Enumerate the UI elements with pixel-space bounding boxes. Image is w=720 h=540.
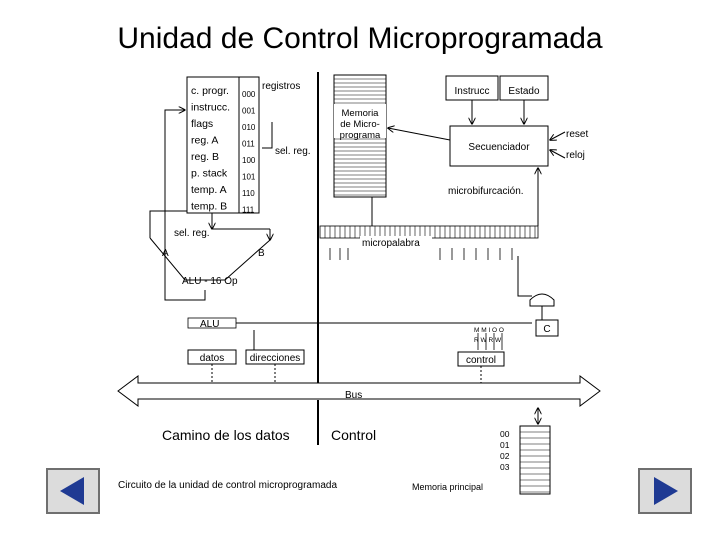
control-box-label: control: [466, 355, 496, 366]
register-name: reg. A: [191, 135, 218, 147]
register-name: reg. B: [191, 151, 219, 163]
register-code: 001: [242, 107, 256, 116]
caption-label: Circuito de la unidad de control micropr…: [118, 480, 337, 491]
micropalabra-label: micropalabra: [362, 238, 420, 249]
next-slide-button[interactable]: [638, 468, 692, 514]
mem-address-00: 00: [500, 429, 510, 439]
memoria-principal-label: Memoria principal: [412, 482, 483, 492]
register-file: registros c. progr. 000 instrucc. 001 flags 0…: [186, 76, 300, 215]
direcciones-label: direcciones: [250, 353, 301, 364]
register-name: flags: [191, 118, 213, 130]
register-code: 111: [242, 206, 255, 215]
operand-b-label: B: [258, 248, 265, 259]
register-name: temp. A: [191, 184, 227, 196]
prev-slide-button[interactable]: [46, 468, 100, 514]
slide-title: Unidad de Control Microprogramada: [117, 22, 603, 55]
microprogram-memory: Memoria de Micro- programa: [333, 74, 387, 198]
control-section-label: Control: [331, 427, 376, 443]
camino-datos-label: Camino de los datos: [162, 427, 290, 443]
register-code: 101: [242, 173, 256, 182]
memoria-line-1: Memoria: [342, 108, 380, 119]
register-code: 011: [242, 140, 255, 149]
mem-address-02: 02: [500, 451, 510, 461]
secuenciador-box: [449, 125, 549, 167]
datos-label: datos: [200, 353, 224, 364]
register-code: 010: [242, 123, 256, 132]
reloj-label: reloj: [566, 150, 585, 161]
memoria-line-2: de Micro-: [340, 119, 380, 130]
mem-address-01: 01: [500, 440, 510, 450]
alu-label: ALU: [200, 319, 219, 330]
register-name: instrucc.: [191, 102, 230, 114]
sel-reg-left-label: sel. reg.: [174, 228, 210, 239]
system-bus: [117, 375, 601, 407]
register-code: 000: [242, 90, 256, 99]
register-code: 110: [242, 189, 255, 198]
triangle-left-icon: [60, 477, 84, 505]
mm-signals-bottom: R W R W: [474, 337, 502, 344]
registers-header: registros: [262, 81, 300, 92]
register-name: c. progr.: [191, 85, 229, 97]
c-label: C: [543, 324, 550, 335]
main-memory: 00 01 02 03: [500, 425, 551, 495]
secuenciador-label: Secuenciador: [468, 142, 530, 153]
mm-signals-top: M M I O O: [474, 327, 504, 334]
register-name: temp. B: [191, 201, 227, 213]
reset-label: reset: [566, 129, 588, 140]
mem-address-03: 03: [500, 462, 510, 472]
sel-reg-right-label: sel. reg.: [275, 146, 311, 157]
alu-shape: [149, 237, 271, 281]
triangle-right-icon: [654, 477, 678, 505]
register-name: p. stack: [191, 168, 228, 180]
estado-label: Estado: [508, 86, 540, 97]
alu-ops-label: ALU - 16 Op: [182, 276, 238, 287]
microword-register: micropalabra: [319, 225, 539, 249]
register-code: 100: [242, 156, 256, 165]
bus-label: Bus: [345, 390, 362, 401]
instrucc-label: Instrucc: [454, 86, 489, 97]
microbifurcacion-label: microbifurcación.: [448, 186, 524, 197]
memoria-line-3: programa: [340, 130, 381, 141]
